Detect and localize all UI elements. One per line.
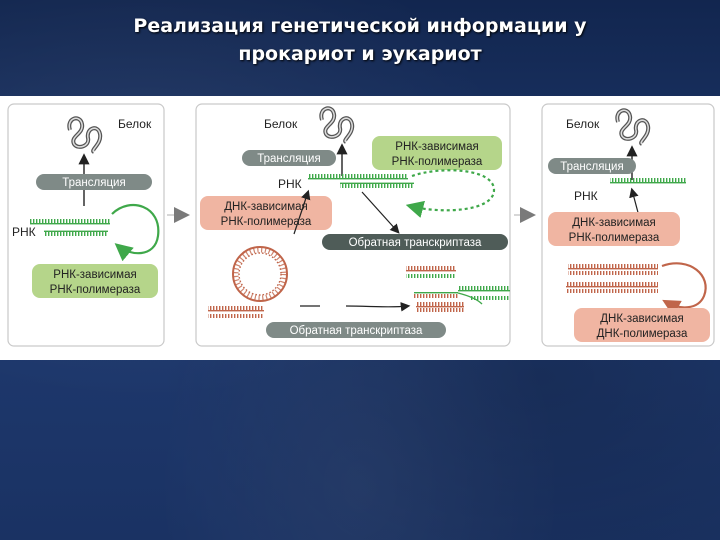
protein-label: Белок [566,117,600,131]
rna-strand-bottom-backbone [44,230,108,232]
rna-strand-bottom-backbone [340,182,414,184]
rna-strand-short [458,286,510,290]
dna-strand-1-top [568,264,658,268]
ddrp-label-line1: ДНК-зависимая [572,217,656,229]
dna-strand-top [208,306,264,310]
dna-replication-arrow [661,262,707,317]
rt-badge-1 [322,234,508,250]
translation-badge [242,150,336,166]
title-line-1: Реализация генетической информации у [133,15,587,37]
dna-strand-2-backbone [566,286,658,288]
slide-title: Реализация генетической информации у про… [0,12,720,68]
dna-strand-2-bottom [566,289,658,293]
replication-cycle-arrow [405,169,496,218]
rna-strand-bottom [340,184,414,188]
rna-strand-right [406,274,456,278]
rna-label: РНК [574,189,598,203]
ddrp-label-line2: РНК-полимераза [221,216,312,228]
ddrp-badge [200,196,332,230]
ddrp-label-line1: ДНК-зависимая [224,201,308,213]
translation-label: Трансляция [257,153,320,165]
title-line-2: прокариот и эукариот [238,43,482,65]
dna-strand-2-top [566,282,658,286]
protein-label: Белок [264,117,298,131]
translation-badge [548,158,636,174]
dna-strand-low-1-backbone [416,306,464,308]
rt-label-1: Обратная транскриптаза [349,237,482,249]
rdrp-label-line2: РНК-полимераза [392,156,483,168]
rna-strand-top-backbone [30,223,110,225]
rna-strand-top [30,219,110,223]
rna-strand-top [308,174,408,178]
dna-strand-low-1 [416,302,464,306]
rna-strand [610,178,686,182]
rdrp-badge [372,136,502,170]
protein-icon [319,106,355,144]
rdrp-label-line1: РНК-зависимая [395,141,478,153]
rdrp-badge [32,264,158,298]
rt-badge-2 [266,322,446,338]
rna-label: РНК [12,225,36,239]
rna-strand-low [470,296,510,300]
rt-arrow-2 [345,302,411,312]
rna-strand-bottom [44,232,108,236]
translation-label: Трансляция [560,161,623,173]
translation-label: Трансляция [62,177,125,189]
rt-label-2: Обратная транскриптаза [290,325,423,337]
ddrp-badge [548,212,680,246]
dna-strand-1-backbone [568,268,658,270]
ddp-label-line2: ДНК-полимераза [597,328,688,340]
dna-strand-bottom [208,314,264,318]
dna-strand-mid [414,294,458,298]
dna-strand-top-backbone [208,310,264,312]
rdrp-label-line1: РНК-зависимая [53,269,136,281]
rna-strand-top-backbone [308,178,408,180]
rna-strand-short-backbone [458,290,510,292]
diagram-figure: Белок Трансляция РНК РНК-зависимая РНК-п… [0,96,720,360]
dna-strand-1-bottom [568,271,658,275]
protein-icon [615,108,651,146]
rdrp-label-line2: РНК-полимераза [50,284,141,296]
protein-icon [67,116,103,154]
ddp-label-line1: ДНК-зависимая [600,313,684,325]
rna-strand-backbone [610,182,686,184]
transcription-arrow [293,189,311,235]
dna-strand-low-2 [416,308,464,312]
rt-arrow-1 [361,191,400,234]
dna-strand-right-top [406,266,456,270]
protein-label: Белок [118,117,152,131]
rna-label: РНК [278,177,302,191]
translation-badge [36,174,152,190]
ddp-badge [574,308,710,342]
replication-cycle-arrow [111,204,160,262]
rna-strand-mid [414,292,458,294]
diagram-svg: Белок Трансляция РНК РНК-зависимая РНК-п… [7,103,715,347]
ddrp-label-line2: РНК-полимераза [569,232,660,244]
dna-strand-right-top-backbone [406,270,456,272]
circular-dna [232,246,288,302]
